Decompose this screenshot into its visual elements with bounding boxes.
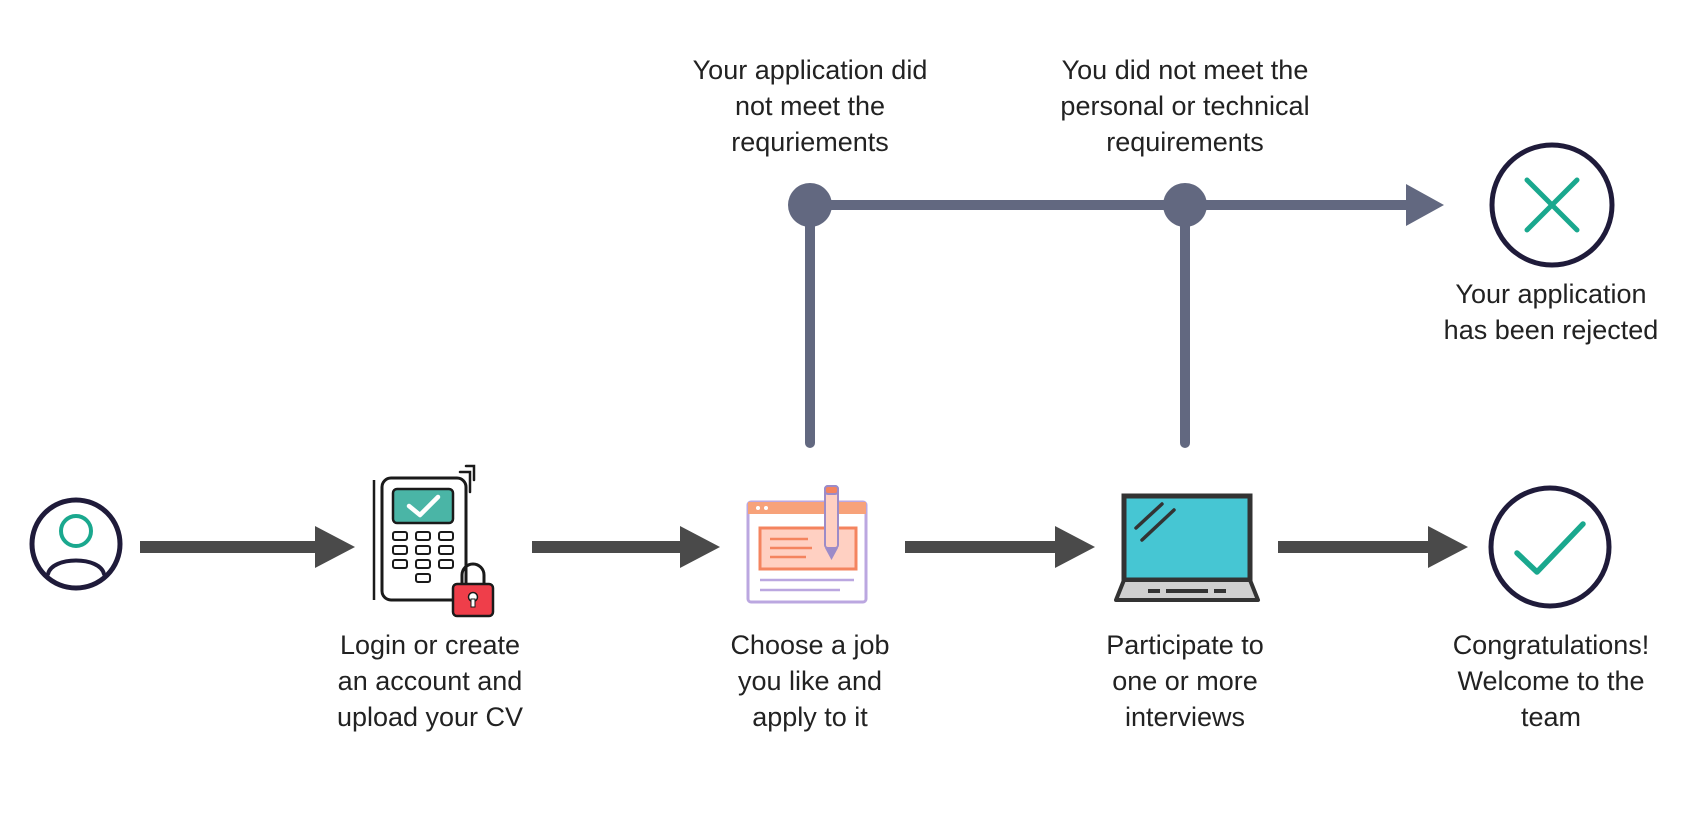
- step-label-choose-job: Choose a job you like and apply to it: [730, 630, 890, 732]
- job-application-icon: [746, 485, 868, 604]
- flow-arrow-1: [140, 526, 355, 568]
- branch-label-2: You did not meet the personal or technic…: [1060, 55, 1310, 157]
- checkmark-icon: [1488, 485, 1612, 609]
- rejection-path: [788, 183, 1444, 448]
- keypad-lock-icon: [372, 464, 495, 618]
- rejection-arrowhead: [1406, 184, 1444, 226]
- step-label-interviews: Participate to one or more interviews: [1106, 630, 1264, 732]
- user-icon: [29, 497, 123, 591]
- step-label-login: Login or create an account and upload yo…: [336, 630, 524, 732]
- laptop-icon: [1114, 493, 1260, 602]
- branch-label-1: Your application did not meet the requri…: [692, 55, 928, 157]
- flow-arrow-4: [1278, 526, 1468, 568]
- x-mark-icon: [1489, 142, 1615, 268]
- success-label: Congratulations! Welcome to the team: [1452, 630, 1650, 732]
- flow-arrow-3: [905, 526, 1095, 568]
- rejected-label: Your application has been rejected: [1443, 279, 1659, 345]
- flow-arrow-2: [532, 526, 720, 568]
- branch-node-2: [1163, 183, 1207, 227]
- branch-node-1: [788, 183, 832, 227]
